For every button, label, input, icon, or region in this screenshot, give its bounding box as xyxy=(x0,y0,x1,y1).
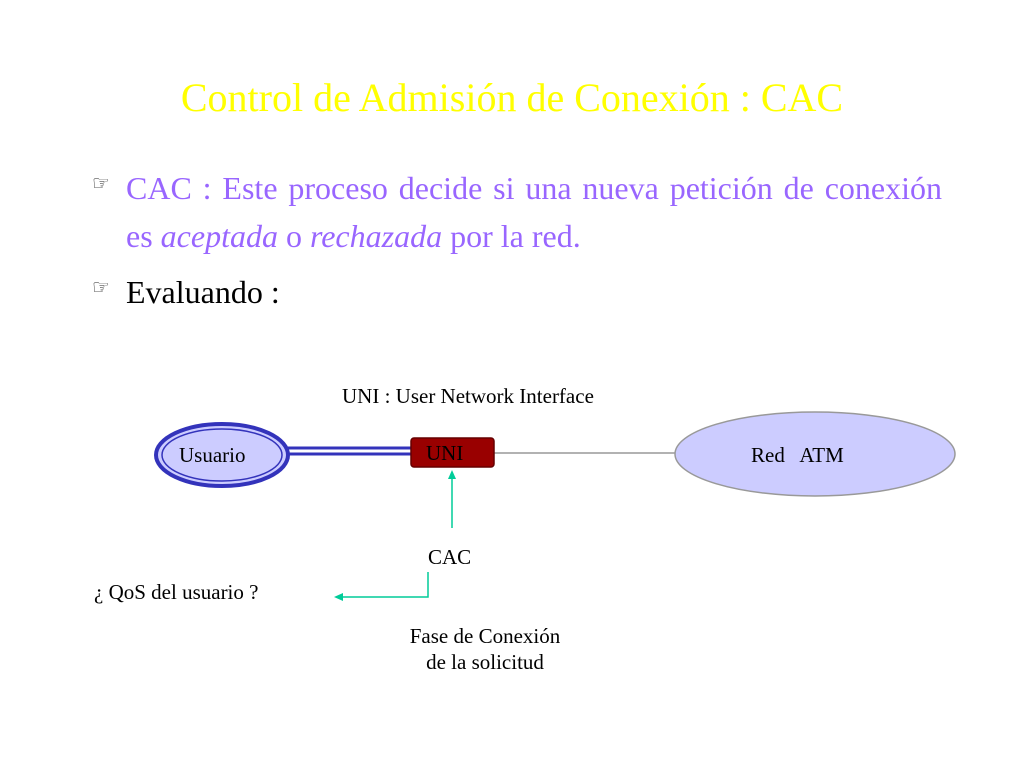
usuario-label: Usuario xyxy=(179,443,246,467)
uni-caption: UNI : User Network Interface xyxy=(342,384,594,408)
bullet-text: Evaluando : xyxy=(126,274,280,310)
usuario-ellipse xyxy=(154,422,290,488)
uni-box xyxy=(410,437,495,468)
qos-question: ¿ QoS del usuario ? xyxy=(94,580,259,604)
fase-conexion-line2: de la solicitud xyxy=(426,650,544,674)
red-atm-label: Red ATM xyxy=(751,443,844,467)
cac-to-qos-arrow xyxy=(334,572,429,601)
pointing-hand-icon: ☞ xyxy=(92,275,110,299)
bullet-text-part: por la red. xyxy=(442,218,581,254)
bullet-text-part: CAC : Este proceso decide si una nueva p… xyxy=(126,170,942,254)
fase-conexion-line1: Fase de Conexión xyxy=(409,624,561,648)
bullet-text: CAC : Este proceso decide si una nueva p… xyxy=(126,164,942,260)
red-atm-ellipse xyxy=(674,411,956,497)
cac-label: CAC xyxy=(428,545,472,569)
slide-title: Control de Admisión de Conexión : CAC xyxy=(180,75,844,120)
bullet-text-rechazada: rechazada xyxy=(309,218,443,254)
uni-label: UNI xyxy=(426,441,464,465)
bullet-text-part: o xyxy=(277,218,310,254)
bullet-text-aceptada: aceptada xyxy=(160,218,278,254)
usuario-ellipse-inner xyxy=(161,428,283,482)
pointing-hand-icon: ☞ xyxy=(92,171,110,195)
